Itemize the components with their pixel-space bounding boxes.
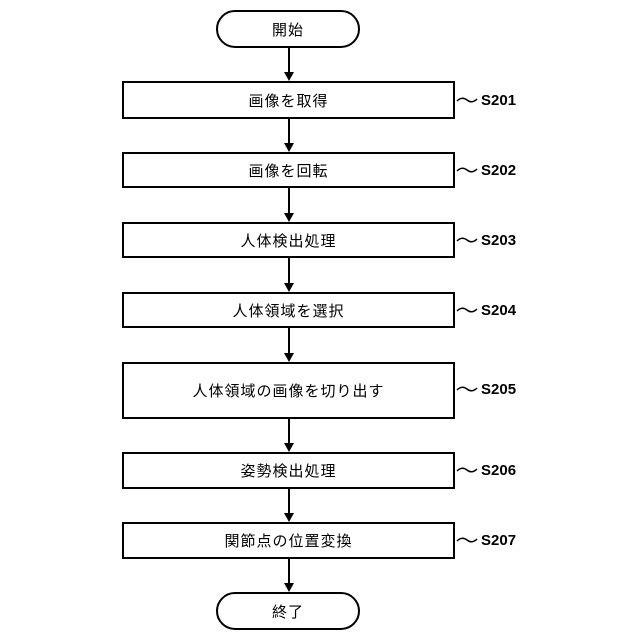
step-id-s203: S203	[481, 232, 516, 249]
step-id-s205: S205	[481, 381, 516, 398]
connector-s202-s203	[288, 188, 290, 214]
step-tag-s206: S206	[456, 458, 516, 482]
process-box-s204: 人体領域を選択	[122, 292, 455, 328]
tilde-leader	[456, 235, 478, 245]
connector-s204-s205	[288, 328, 290, 354]
arrowhead-end	[284, 583, 294, 592]
process-label-s206: 姿勢検出処理	[240, 460, 336, 481]
process-label-s207: 関節点の位置変換	[224, 530, 352, 551]
process-box-s205: 人体領域の画像を切り出す	[122, 362, 455, 419]
process-box-s206: 姿勢検出処理	[122, 452, 455, 489]
step-tag-s204: S204	[456, 298, 516, 322]
step-id-s206: S206	[481, 462, 516, 479]
arrowhead-s205	[284, 353, 294, 362]
tilde-leader	[456, 535, 478, 545]
step-id-s202: S202	[481, 162, 516, 179]
step-id-s201: S201	[481, 92, 516, 109]
tilde-leader	[456, 465, 478, 475]
arrowhead-s207	[284, 513, 294, 522]
process-label-s205: 人体領域の画像を切り出す	[192, 380, 384, 401]
end-label: 終了	[272, 601, 304, 622]
tilde-leader	[456, 95, 478, 105]
arrowhead-s206	[284, 443, 294, 452]
connector-start-s201	[288, 48, 290, 73]
end-terminal: 終了	[216, 592, 360, 630]
process-label-s204: 人体領域を選択	[232, 300, 344, 321]
connector-s203-s204	[288, 258, 290, 284]
arrowhead-s202	[284, 143, 294, 152]
tilde-leader	[456, 305, 478, 315]
arrowhead-s203	[284, 213, 294, 222]
start-terminal: 開始	[216, 10, 360, 48]
tilde-leader	[456, 384, 478, 394]
arrowhead-s201	[284, 72, 294, 81]
process-box-s203: 人体検出処理	[122, 222, 455, 258]
connector-s201-s202	[288, 119, 290, 144]
step-id-s207: S207	[481, 532, 516, 549]
connector-s205-s206	[288, 419, 290, 444]
process-box-s201: 画像を取得	[122, 81, 455, 119]
step-tag-s203: S203	[456, 228, 516, 252]
connector-s207-end	[288, 559, 290, 584]
step-id-s204: S204	[481, 302, 516, 319]
process-label-s202: 画像を回転	[248, 160, 328, 181]
step-tag-s202: S202	[456, 158, 516, 182]
process-box-s207: 関節点の位置変換	[122, 522, 455, 559]
step-tag-s207: S207	[456, 528, 516, 552]
arrowhead-s204	[284, 283, 294, 292]
process-label-s203: 人体検出処理	[240, 230, 336, 251]
step-tag-s205: S205	[456, 377, 516, 401]
step-tag-s201: S201	[456, 88, 516, 112]
tilde-leader	[456, 165, 478, 175]
process-box-s202: 画像を回転	[122, 152, 455, 188]
connector-s206-s207	[288, 489, 290, 514]
process-label-s201: 画像を取得	[248, 90, 328, 111]
start-label: 開始	[272, 19, 304, 40]
